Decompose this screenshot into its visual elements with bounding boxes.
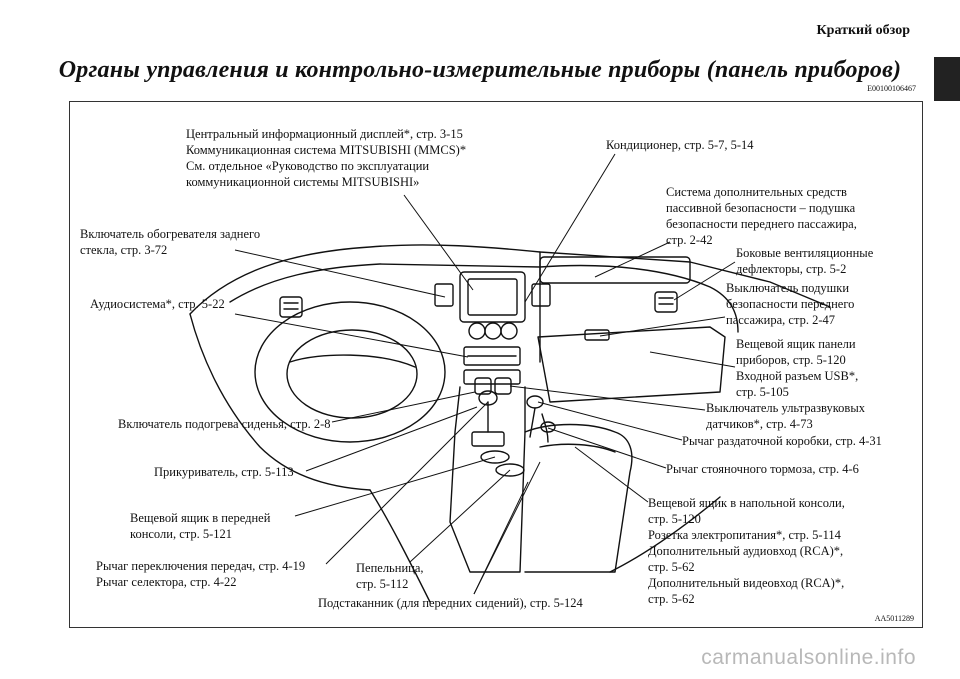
label-central-display: Центральный информационный дисплей*, стр… (186, 127, 467, 189)
dashboard-illustration (189, 153, 831, 603)
document-code: E00100106467 (867, 84, 916, 93)
leader-side-vents (673, 261, 736, 301)
dashboard-diagram: Центральный информационный дисплей*, стр… (69, 101, 923, 628)
leader-ashtray (409, 469, 511, 563)
label-ashtray: Пепельница, стр. 5-112 (356, 561, 424, 591)
label-air-conditioner: Кондиционер, стр. 5-7, 5-14 (606, 138, 754, 152)
leader-cupholder-2 (473, 481, 529, 595)
leader-glovebox (649, 351, 736, 368)
leader-display (403, 194, 474, 291)
label-airbag-switch: Выключатель подушки безопасности передне… (726, 281, 855, 327)
label-srs-airbag: Система дополнительных средств пассивной… (666, 185, 857, 247)
page-title: Органы управления и контрольно-измерител… (58, 57, 902, 83)
leader-gear-lever (325, 401, 489, 565)
label-glovebox: Вещевой ящик панели приборов, стр. 5-120… (736, 337, 859, 399)
leader-ultrasonic (509, 385, 706, 411)
leader-audio (234, 313, 469, 358)
watermark: carmanualsonline.info (701, 646, 916, 669)
leader-airbag-switch (599, 316, 726, 337)
label-seat-heater: Включатель подогрева сиденья, стр. 2-8 (118, 417, 331, 431)
leader-parking-brake (547, 427, 667, 469)
leader-floor-console (574, 446, 649, 503)
chapter-tab (934, 57, 960, 101)
leader-lighter (305, 406, 478, 472)
label-lighter: Прикуриватель, стр. 5-113 (154, 465, 294, 479)
leader-srs (594, 241, 671, 278)
label-cupholder: Подстаканник (для передних сидений), стр… (318, 596, 583, 610)
section-header: Краткий обзор (816, 23, 910, 38)
label-front-console-box: Вещевой ящик в передней консоли, стр. 5-… (130, 511, 271, 541)
leader-transfer (537, 401, 683, 441)
figure-code: AA5011289 (874, 614, 914, 623)
leader-front-console (294, 456, 496, 517)
label-audio: Аудиосистема*, стр. 5-22 (90, 297, 225, 311)
label-floor-console-box: Вещевой ящик в напольной консоли, стр. 5… (648, 496, 845, 606)
leader-rear-defog (234, 249, 446, 298)
leader-aircon (524, 153, 616, 303)
label-side-vents: Боковые вентиляционные дефлекторы, стр. … (736, 246, 874, 276)
label-rear-defogger: Включатель обогревателя заднего стекла, … (80, 227, 261, 257)
label-transfer-lever: Рычаг раздаточной коробки, стр. 4-31 (682, 434, 882, 448)
leader-seat-heater (331, 391, 476, 423)
label-ultrasonic-switch: Выключатель ультразвуковых датчиков*, ст… (706, 401, 865, 431)
label-parking-brake: Рычаг стояночного тормоза, стр. 4-6 (666, 462, 859, 476)
label-gear-lever: Рычаг переключения передач, стр. 4-19 Ры… (96, 559, 306, 589)
